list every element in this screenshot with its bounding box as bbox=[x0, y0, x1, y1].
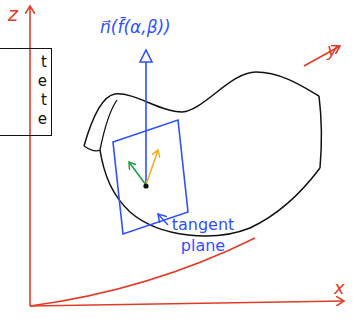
surface-edge bbox=[84, 100, 117, 151]
axis-label: z bbox=[8, 2, 18, 27]
surface-edge bbox=[319, 96, 321, 168]
tangent-vector bbox=[129, 162, 146, 185]
tangent-plane-label: tangent plane bbox=[170, 214, 236, 256]
box-text: t e t e bbox=[33, 53, 47, 129]
point-dot bbox=[143, 183, 148, 188]
normal-vector bbox=[145, 62, 147, 185]
axis-label: x bbox=[334, 276, 345, 299]
axis-label: y bbox=[327, 38, 338, 61]
x-axis bbox=[30, 301, 344, 306]
normal-arrowhead bbox=[140, 50, 152, 62]
tangent-vector bbox=[146, 150, 158, 185]
normal-label: n⃗(f̄(α,β)) bbox=[100, 16, 171, 38]
surface-edge bbox=[84, 72, 319, 146]
z-axis bbox=[29, 6, 31, 306]
text-box: t e t e bbox=[0, 48, 52, 136]
leader-line bbox=[158, 214, 168, 225]
